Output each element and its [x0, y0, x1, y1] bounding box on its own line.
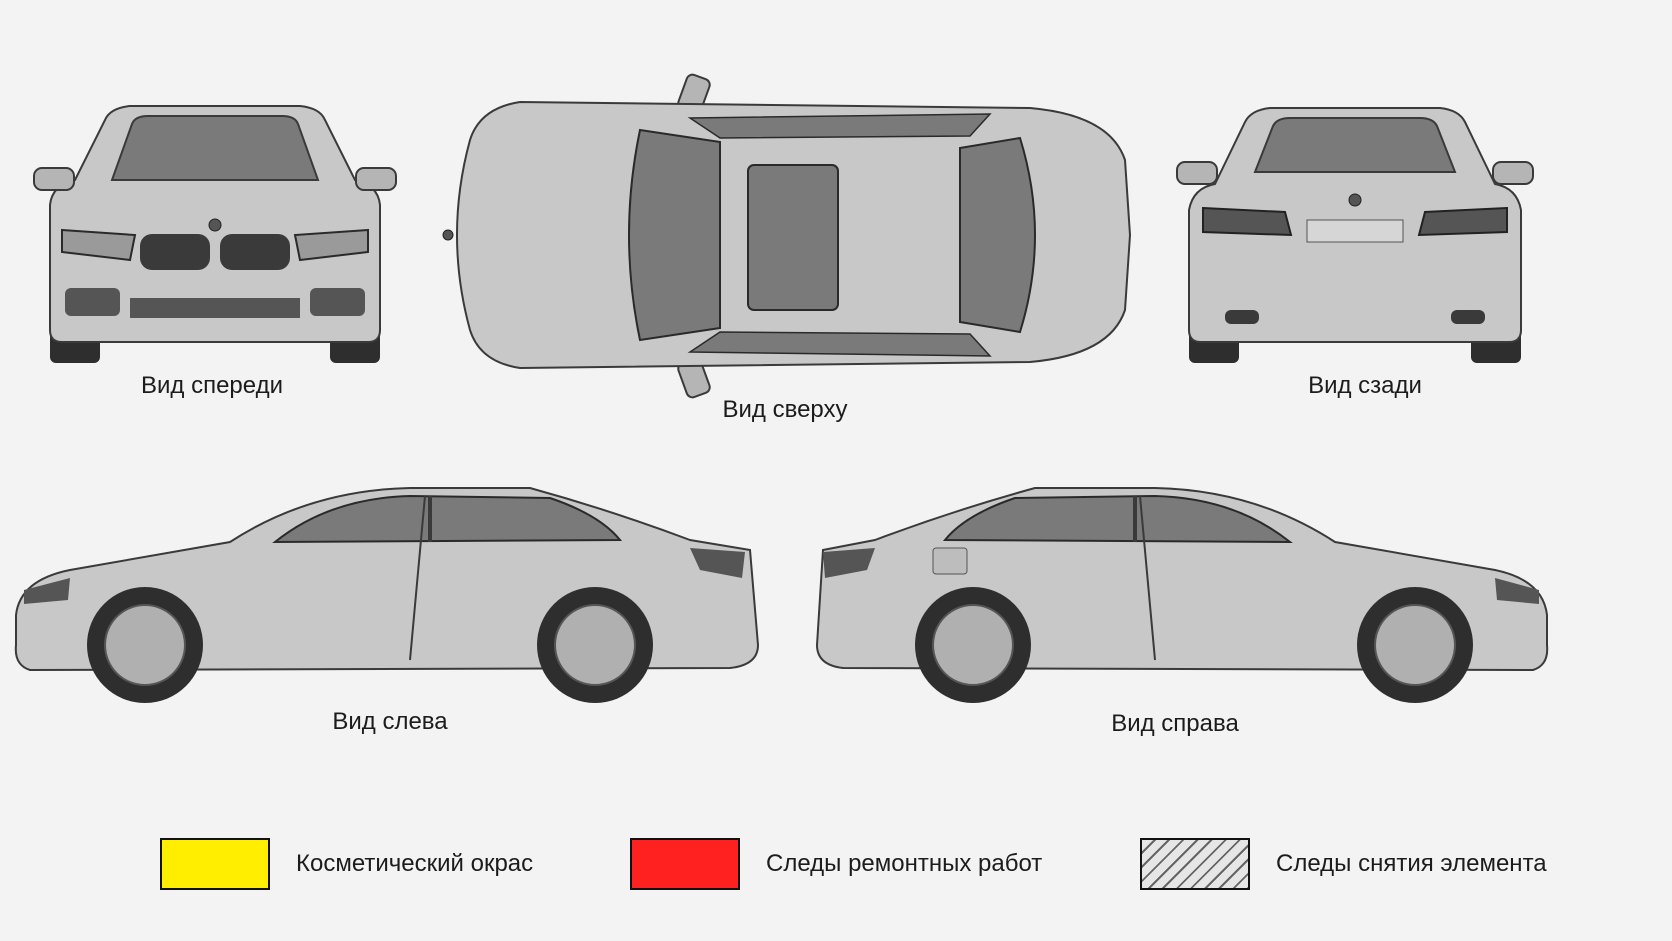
left-front-wheel: [104, 604, 186, 686]
rear-left-mirror: [1176, 161, 1218, 185]
front-lower-intake: [130, 298, 300, 318]
front-left-headlight: [61, 228, 137, 262]
legend-repair: Следы ремонтных работ: [630, 838, 1042, 890]
rear-right-exhaust: [1451, 310, 1485, 324]
legend-cosmetic: Косметический окрас: [160, 838, 533, 890]
front-right-fog: [310, 288, 365, 316]
front-view: Вид спереди: [30, 100, 400, 399]
legend-repair-swatch: [630, 838, 740, 890]
front-windshield: [110, 115, 320, 181]
top-rear-window: [959, 136, 1036, 334]
left-door-line: [409, 495, 426, 661]
front-right-mirror: [355, 167, 397, 191]
front-grille-left: [140, 234, 210, 270]
top-view: Вид сверху: [430, 70, 1150, 423]
rear-logo-icon: [1348, 193, 1362, 207]
right-view: Вид справа: [815, 470, 1555, 737]
front-left-fog: [65, 288, 120, 316]
right-view-caption: Вид справа: [1111, 710, 1239, 737]
left-rear-wheel: [554, 604, 636, 686]
legend-cosmetic-swatch: [160, 838, 270, 890]
rear-view-caption: Вид сзади: [1308, 372, 1422, 399]
top-view-drawing: [442, 73, 1132, 399]
left-taillight: [690, 548, 745, 578]
left-view-drawing: [14, 487, 760, 703]
top-view-caption: Вид сверху: [722, 396, 848, 423]
front-view-drawing: [33, 105, 397, 363]
left-view-caption: Вид слева: [332, 708, 448, 735]
rear-left-exhaust: [1225, 310, 1259, 324]
right-taillight: [823, 548, 875, 578]
rear-right-mirror: [1492, 161, 1534, 185]
legend-cosmetic-label: Косметический окрас: [296, 850, 534, 877]
legend-removal: Следы снятия элемента: [1140, 838, 1547, 890]
rear-window: [1253, 117, 1457, 173]
rear-plate: [1306, 219, 1404, 243]
legend-removal-label: Следы снятия элемента: [1276, 850, 1547, 877]
rear-view: Вид сзади: [1175, 100, 1535, 399]
legend-repair-label: Следы ремонтных работ: [766, 850, 1043, 877]
left-view: Вид слева: [10, 470, 780, 735]
rear-right-taillight: [1417, 206, 1508, 237]
top-left-side-windows: [687, 113, 992, 139]
front-view-caption: Вид спереди: [140, 372, 284, 399]
top-windshield: [628, 128, 721, 342]
front-right-headlight: [293, 228, 369, 262]
top-right-side-windows: [687, 331, 992, 357]
right-windows: [942, 494, 1293, 544]
left-windows: [272, 494, 623, 544]
front-logo-icon: [208, 218, 222, 232]
right-rear-wheel: [932, 604, 1014, 686]
right-fuel-cap: [932, 547, 968, 575]
front-left-mirror: [33, 167, 75, 191]
right-door-line: [1139, 495, 1156, 661]
right-headlight: [1495, 578, 1539, 604]
left-headlight: [24, 578, 70, 604]
legend-removal-swatch: [1140, 838, 1250, 890]
right-view-drawing: [815, 487, 1549, 703]
rear-view-drawing: [1176, 107, 1534, 363]
right-front-wheel: [1374, 604, 1456, 686]
top-sunroof: [747, 164, 839, 311]
front-grille-right: [220, 234, 290, 270]
rear-left-taillight: [1202, 206, 1293, 237]
top-logo-icon: [442, 229, 454, 241]
